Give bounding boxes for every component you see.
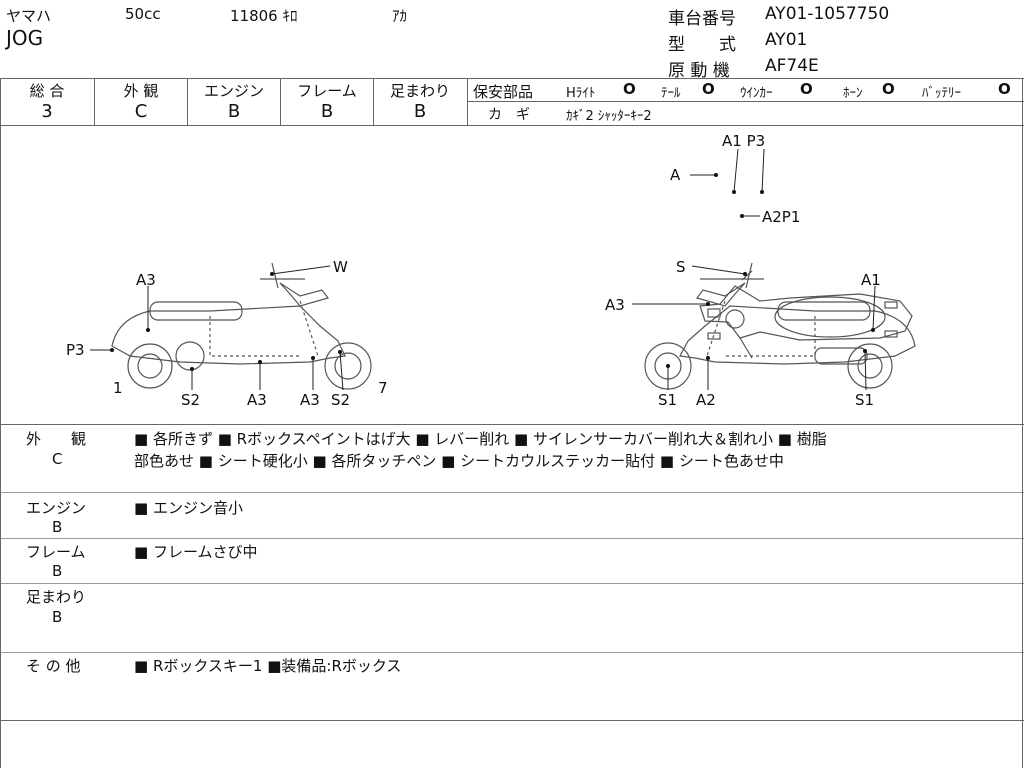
divider (0, 652, 1024, 653)
diagram-label: P3 (66, 341, 85, 359)
divider (467, 101, 1024, 102)
diagram-label: 7 (378, 379, 388, 397)
type-label: 型 式 (668, 35, 736, 55)
maker: ヤマハ (6, 7, 52, 25)
diagram-label: W (333, 258, 348, 276)
engine-label: 原 動 機 (668, 61, 730, 81)
diagram-label: A1 P3 (722, 132, 765, 150)
safety-mark-headlight: O (623, 80, 636, 98)
diagram-label: A3 (300, 391, 320, 409)
diagram-label: A2 (696, 391, 716, 409)
grade-title-suspension: 足まわり (389, 82, 450, 100)
diagram-label: A3 (247, 391, 267, 409)
grade-value-engine: B (227, 101, 241, 122)
grade-title-frame: フレーム (297, 82, 357, 100)
scooter-left-view (111, 262, 372, 390)
grade-title-engine: エンジン (203, 82, 264, 100)
divider (0, 492, 1024, 493)
key-label: カ ギ (488, 107, 530, 123)
remark-grade-exterior: C (52, 450, 63, 468)
remark-grade-frame: B (52, 562, 63, 580)
divider (280, 78, 281, 125)
damage-markers (110, 173, 875, 371)
remark-label-frame: フレーム (26, 543, 86, 561)
key-value: ｶｷﾞ2 ｼｬｯﾀｰｷｰ2 (566, 109, 652, 124)
diagram-label: S (676, 258, 686, 276)
grade-value-overall: 3 (41, 101, 53, 122)
divider (0, 78, 1, 768)
diagram-label: A1 (861, 271, 881, 289)
grade-title-overall: 総 合 (29, 82, 65, 100)
remark-text-frame: ■ フレームさび中 (134, 543, 258, 561)
type-value: AY01 (765, 30, 808, 50)
frame-no: AY01-1057750 (765, 4, 890, 24)
grade-value-suspension: B (413, 101, 427, 122)
remark-label-exterior: 外 観 (26, 430, 87, 448)
diagram-label: A2P1 (762, 208, 800, 226)
divider (0, 78, 1024, 79)
mileage: 11806 ｷﾛ (230, 7, 298, 25)
safety-item-horn: ﾎｰﾝ (843, 86, 863, 101)
safety-mark-battery: O (998, 80, 1011, 98)
safety-mark-winker: O (800, 80, 813, 98)
remark-label-suspension: 足まわり (26, 588, 87, 606)
diagram-label: S1 (658, 391, 677, 409)
diagram-label: A (670, 166, 681, 184)
divider (1022, 78, 1023, 768)
diagram-label: 1 (113, 379, 123, 397)
safety-item-taillight: ﾃｰﾙ (661, 86, 681, 101)
remark-label-other: そ の 他 (26, 657, 81, 675)
divider (373, 78, 374, 125)
grade-value-frame: B (320, 101, 334, 122)
divider (0, 538, 1024, 539)
scooter-right-view (644, 262, 916, 390)
safety-mark-horn: O (882, 80, 895, 98)
divider (0, 720, 1024, 721)
engine-value: AF74E (765, 56, 819, 76)
remark-text-other: ■ Rボックスキー1 ■装備品:Rボックス (134, 657, 402, 675)
scooter-top-view (699, 270, 913, 359)
grade-value-exterior: C (134, 101, 148, 122)
remark-text-exterior: 部色あせ ■ シート硬化小 ■ 各所タッチペン ■ シートカウルステッカー貼付 … (134, 452, 784, 470)
frame-no-label: 車台番号 (668, 9, 736, 29)
remark-text-engine: ■ エンジン音小 (134, 499, 243, 517)
divider (467, 78, 468, 125)
divider (187, 78, 188, 125)
divider (0, 125, 1024, 126)
divider (0, 583, 1024, 584)
safety-item-winker: ｳｲﾝｶｰ (740, 86, 773, 101)
body-color: ｱｶ (392, 7, 408, 25)
safety-item-battery: ﾊﾞｯﾃﾘｰ (922, 86, 961, 101)
safety-label: 保安部品 (473, 83, 534, 101)
safety-mark-taillight: O (702, 80, 715, 98)
diagram-label: A3 (605, 296, 625, 314)
safety-item-headlight: Hﾗｲﾄ (566, 86, 596, 101)
diagram-label: S1 (855, 391, 874, 409)
displacement: 50cc (125, 5, 161, 23)
diagram-label: S2 (331, 391, 350, 409)
diagram-label: A3 (136, 271, 156, 289)
remark-label-engine: エンジン (26, 499, 87, 517)
divider (0, 424, 1024, 425)
grade-title-exterior: 外 観 (123, 82, 159, 100)
remark-grade-suspension: B (52, 608, 63, 626)
remark-grade-engine: B (52, 518, 63, 536)
damage-diagram: A A1 P3 A2P1 A3 W P3 1 S2 A3 A3 S2 7 S A… (66, 132, 916, 409)
remark-text-exterior: ■ 各所きず ■ Rボックスペイントはげ大 ■ レバー削れ ■ サイレンサーカバ… (134, 430, 827, 448)
divider (94, 78, 95, 125)
diagram-label: S2 (181, 391, 200, 409)
model-name: JOG (6, 26, 44, 50)
